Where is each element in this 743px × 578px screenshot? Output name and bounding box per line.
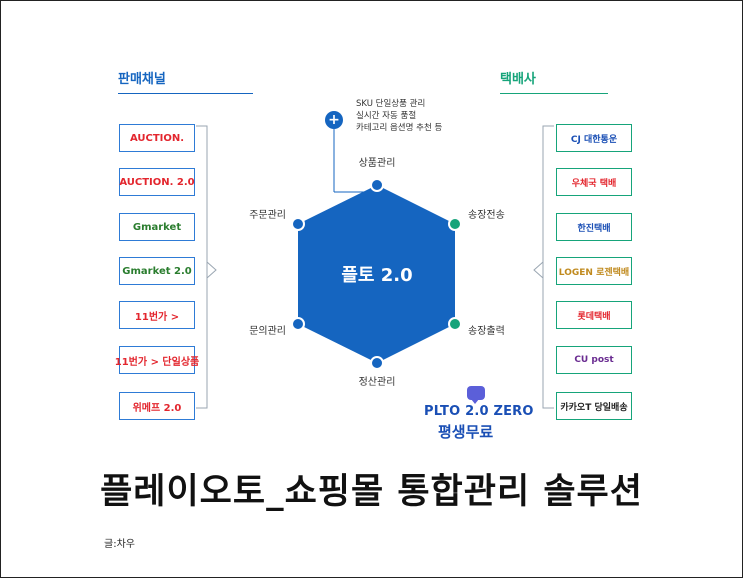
chat-heart-icon <box>467 386 485 404</box>
courier-logo: 롯데택배 <box>556 301 632 329</box>
courier-bracket-arrow <box>533 261 544 279</box>
channel-label: AUCTION. 2.0 <box>119 176 195 188</box>
author-caption: 글:차우 <box>104 539 135 550</box>
node-label-inquiry: 문의관리 <box>249 325 286 337</box>
node-dot-order <box>291 217 305 231</box>
page-heading: 플레이오토_쇼핑몰 통합관리 솔루션 <box>100 472 643 512</box>
channel-logo: 11번가 > <box>119 301 195 329</box>
courier-title: 택배사 <box>500 72 536 87</box>
channel-bracket <box>196 125 208 409</box>
courier-label: LOGEN 로젠택배 <box>558 267 630 278</box>
node-dot-product <box>370 178 384 192</box>
courier-label: 우체국 택배 <box>571 178 617 189</box>
courier-logo: 한진택배 <box>556 213 632 241</box>
node-label-product: 상품관리 <box>359 157 396 169</box>
promo-subtitle: 평생무료 <box>438 423 494 441</box>
node-label-waybill-send: 송장전송 <box>468 209 505 221</box>
platform-hexagon <box>298 185 455 363</box>
courier-label: CU post <box>574 355 614 365</box>
feature-note: SKU 단일상품 관리 실시간 자동 품절 카테고리 옵션명 추천 등 <box>356 98 442 134</box>
node-label-order: 주문관리 <box>249 209 286 221</box>
courier-label: CJ 대한통운 <box>570 134 618 145</box>
plus-icon: + <box>325 111 343 129</box>
node-dot-settlement <box>370 356 384 370</box>
platform-diagram: 플토 2.0 상품관리 송장전송 송장출력 정산관리 문의관리 주문관리 <box>196 125 554 409</box>
courier-label: 롯데택배 <box>577 311 611 322</box>
channel-logo: AUCTION. 2.0 <box>119 168 195 196</box>
courier-logo: 카카오T 당일배송 <box>556 392 632 420</box>
courier-logo: 우체국 택배 <box>556 168 632 196</box>
channel-label: 위메프 2.0 <box>132 402 182 414</box>
sales-channel-rule <box>118 93 253 94</box>
node-dot-waybill-print <box>448 317 462 331</box>
courier-rule <box>500 93 608 94</box>
node-dot-inquiry <box>291 317 305 331</box>
feature-note-line: 실시간 자동 품절 <box>356 111 417 121</box>
courier-logo: CJ 대한통운 <box>556 124 632 152</box>
sales-channel-title: 판매채널 <box>118 72 166 87</box>
node-label-settlement: 정산관리 <box>359 376 396 388</box>
platform-name: 플토 2.0 <box>341 265 412 286</box>
feature-note-line: SKU 단일상품 관리 <box>356 99 426 109</box>
channel-label: Gmarket 2.0 <box>122 265 192 277</box>
courier-bracket <box>542 125 554 409</box>
promo-title: PLTO 2.0 ZERO <box>424 404 534 419</box>
courier-label: 한진택배 <box>577 223 611 234</box>
node-label-waybill-print: 송장출력 <box>468 325 505 337</box>
channel-label: 11번가 > <box>134 311 180 323</box>
channel-logo: Gmarket 2.0 <box>119 257 195 285</box>
channel-logo: 위메프 2.0 <box>119 392 195 420</box>
channel-label: 11번가 > 단일상품 <box>114 356 200 368</box>
channel-logo: 11번가 > 단일상품 <box>115 346 199 374</box>
courier-label: 카카오T 당일배송 <box>560 402 628 413</box>
courier-logo: CU post <box>556 346 632 374</box>
feature-note-line: 카테고리 옵션명 추천 등 <box>356 123 443 133</box>
channel-logo: AUCTION. <box>119 124 195 152</box>
channel-label: AUCTION. <box>129 132 185 144</box>
channel-logo: Gmarket <box>119 213 195 241</box>
courier-logo: LOGEN 로젠택배 <box>556 257 632 285</box>
channel-bracket-arrow <box>206 261 217 279</box>
node-dot-waybill-send <box>448 217 462 231</box>
channel-label: Gmarket <box>132 221 182 233</box>
